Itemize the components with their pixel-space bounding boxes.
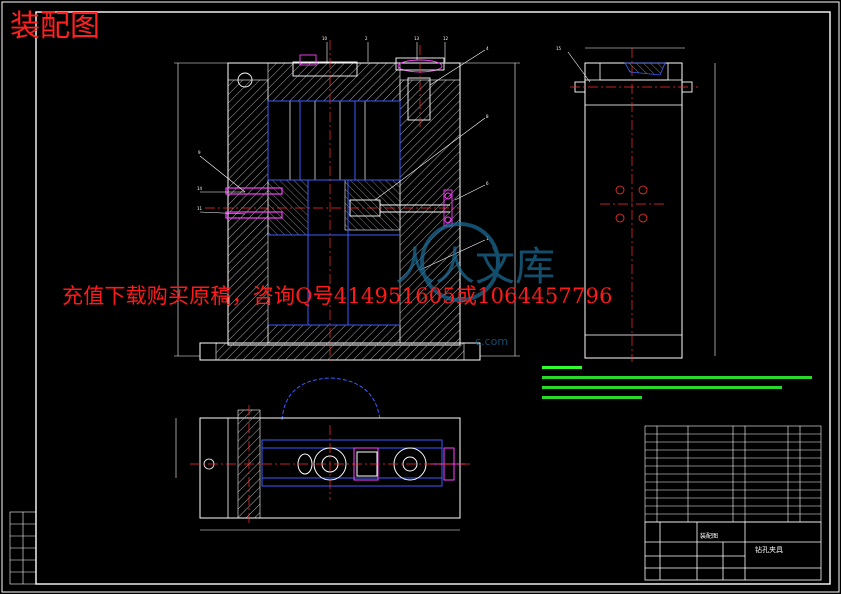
title-block: [644, 521, 822, 581]
logo-text: 人人文库: [395, 244, 555, 290]
svg-text:13: 13: [414, 36, 420, 41]
title-block-drawing-name: 装配图: [700, 532, 718, 540]
drawing-title: 装配图: [10, 9, 100, 44]
svg-text:10: 10: [322, 36, 328, 41]
svg-text:9: 9: [198, 150, 201, 155]
svg-text:11: 11: [197, 206, 203, 211]
svg-text:6: 6: [486, 181, 489, 186]
side-view: 15: [556, 46, 716, 362]
svg-text:14: 14: [197, 186, 203, 191]
logo-url: c.com: [475, 335, 508, 348]
technical-requirements: [542, 366, 812, 399]
svg-text:4: 4: [486, 46, 489, 51]
parts-list-table: [644, 425, 822, 523]
watermark-logo: 人人文库 c.com: [395, 222, 555, 348]
title-block-product-name: 钻孔夹具: [755, 545, 783, 554]
svg-text:2: 2: [365, 36, 368, 41]
svg-text:12: 12: [443, 36, 449, 41]
revision-table: [9, 511, 37, 585]
svg-text:15: 15: [556, 46, 562, 51]
top-view: [175, 377, 470, 531]
svg-text:8: 8: [486, 114, 489, 119]
watermark-text: 充值下载购买原稿，咨询Q号414951605或1064457796: [62, 284, 613, 308]
